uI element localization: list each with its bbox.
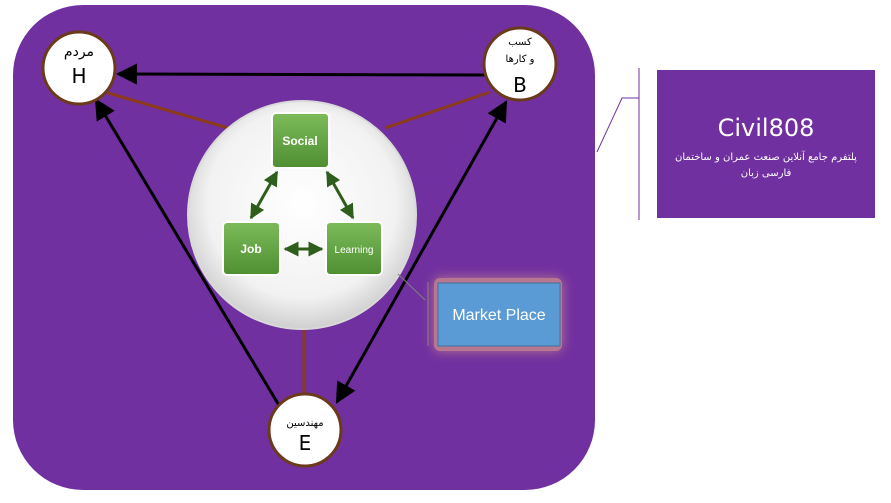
arrow-business-to-people [115, 63, 486, 85]
job-box: Job [222, 221, 281, 276]
node-business: کسب و کارها B [482, 26, 558, 102]
learning-box: Learning [325, 221, 383, 276]
brand-panel: Civil808 پلتفرم جامع آنلاین صنعت عمران و… [657, 70, 875, 218]
social-box: Social [271, 112, 330, 169]
node-people-letter: H [71, 64, 86, 88]
arrow-engineers-business [335, 100, 508, 404]
node-business-title-line2: و کارها [506, 54, 535, 65]
node-engineers-title: مهندسین [286, 418, 323, 429]
job-label: Job [240, 242, 261, 256]
node-business-title-line1: کسب [508, 37, 532, 48]
arrow-social-learning [325, 170, 355, 220]
learning-label: Learning [335, 245, 374, 256]
arrow-social-job [249, 170, 279, 220]
arrow-engineers-to-people [94, 98, 282, 408]
node-engineers-letter: E [299, 431, 312, 455]
node-business-letter: B [513, 73, 527, 97]
brand-subtitle-line2: فارسی زبان [741, 168, 792, 179]
brand-title: Civil808 [718, 114, 815, 142]
market-connector [397, 273, 426, 301]
market-place-label: Market Place [452, 307, 545, 324]
brand-subtitle-line1: پلتفرم جامع آنلاین صنعت عمران و ساختمان [675, 150, 857, 163]
brand-connector [596, 97, 639, 153]
market-place-box: Market Place [437, 282, 561, 347]
node-people: مردم H [41, 30, 117, 106]
node-people-title: مردم [64, 44, 94, 60]
social-label: Social [282, 134, 317, 148]
node-engineers: مهندسین E [267, 392, 343, 468]
connector-people-hub [107, 91, 229, 130]
